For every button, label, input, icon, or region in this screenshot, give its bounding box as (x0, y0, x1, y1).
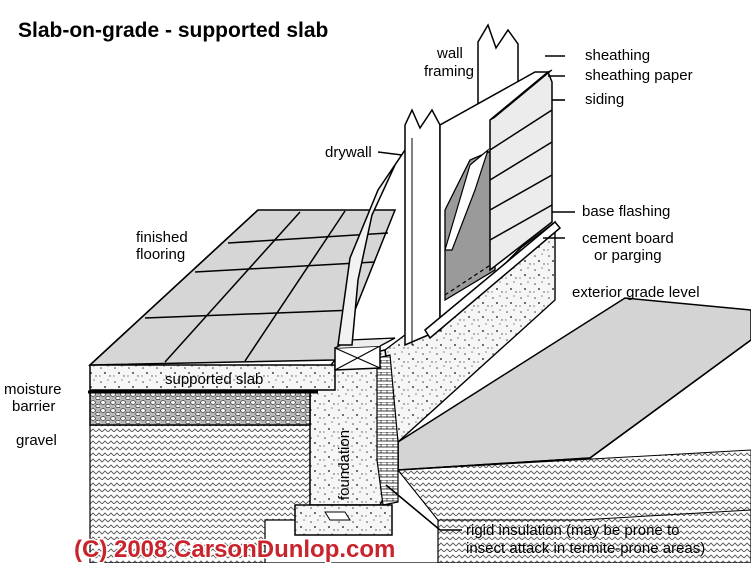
wall-framing-label-line2: framing (424, 63, 474, 80)
supported-slab-label: supported slab (165, 371, 263, 388)
wall-stud-front (404, 108, 441, 347)
foundation-label: foundation (336, 430, 353, 500)
sheathing-paper-label: sheathing paper (585, 67, 693, 84)
siding-boards (489, 69, 553, 272)
rigid-insulation-label-line1: rigid insulation (may be prone to (466, 522, 679, 539)
finished-flooring-tiles (88, 209, 397, 366)
sheathing-label: sheathing (585, 47, 650, 64)
leader-lines (377, 55, 575, 531)
rigid-insulation-label-line2: insect attack in termite-prone areas) (466, 540, 705, 557)
gravel-label: gravel (16, 432, 57, 449)
finished-flooring-label-line2: flooring (136, 246, 185, 263)
wall-framing-label-line1: wall (436, 45, 463, 62)
supported-slab (89, 364, 336, 391)
base-flashing (424, 220, 562, 340)
cement-board-label-line2: or parging (594, 247, 662, 264)
finished-flooring-label-line1: finished (136, 229, 188, 246)
diagram-title: Slab-on-grade - supported slab (18, 19, 328, 42)
earth-hatching (89, 424, 751, 563)
drywall-label: drywall (325, 144, 372, 161)
rigid-insulation (376, 354, 399, 506)
moisture-barrier-label-line2: barrier (12, 398, 55, 415)
gravel-layer (89, 391, 311, 426)
drywall (337, 149, 406, 346)
siding-label: siding (585, 91, 624, 108)
base-flashing-label: base flashing (582, 203, 670, 220)
cement-board-label-line1: cement board (582, 230, 674, 247)
copyright-watermark: (C) 2008 CarsonDunlop.com (74, 536, 395, 563)
exterior-grade-label: exterior grade level (572, 284, 700, 301)
moisture-barrier-label-line1: moisture (4, 381, 62, 398)
